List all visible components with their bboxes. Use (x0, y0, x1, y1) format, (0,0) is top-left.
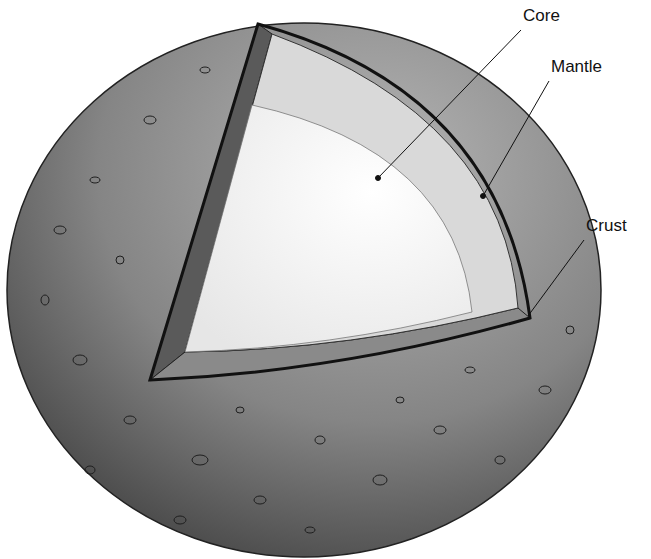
cut-outline (150, 24, 530, 380)
mantle-section (185, 34, 518, 352)
core-section (185, 105, 472, 352)
part-label: Core (523, 6, 560, 26)
sphere-surface (7, 23, 601, 557)
leader-dot (481, 194, 486, 199)
leader-line (483, 81, 549, 196)
leader-line (528, 240, 584, 316)
leader-line (378, 30, 521, 178)
part-label: Mantle (551, 57, 602, 77)
leader-dot (376, 176, 381, 181)
part-label: Crust (586, 216, 627, 236)
